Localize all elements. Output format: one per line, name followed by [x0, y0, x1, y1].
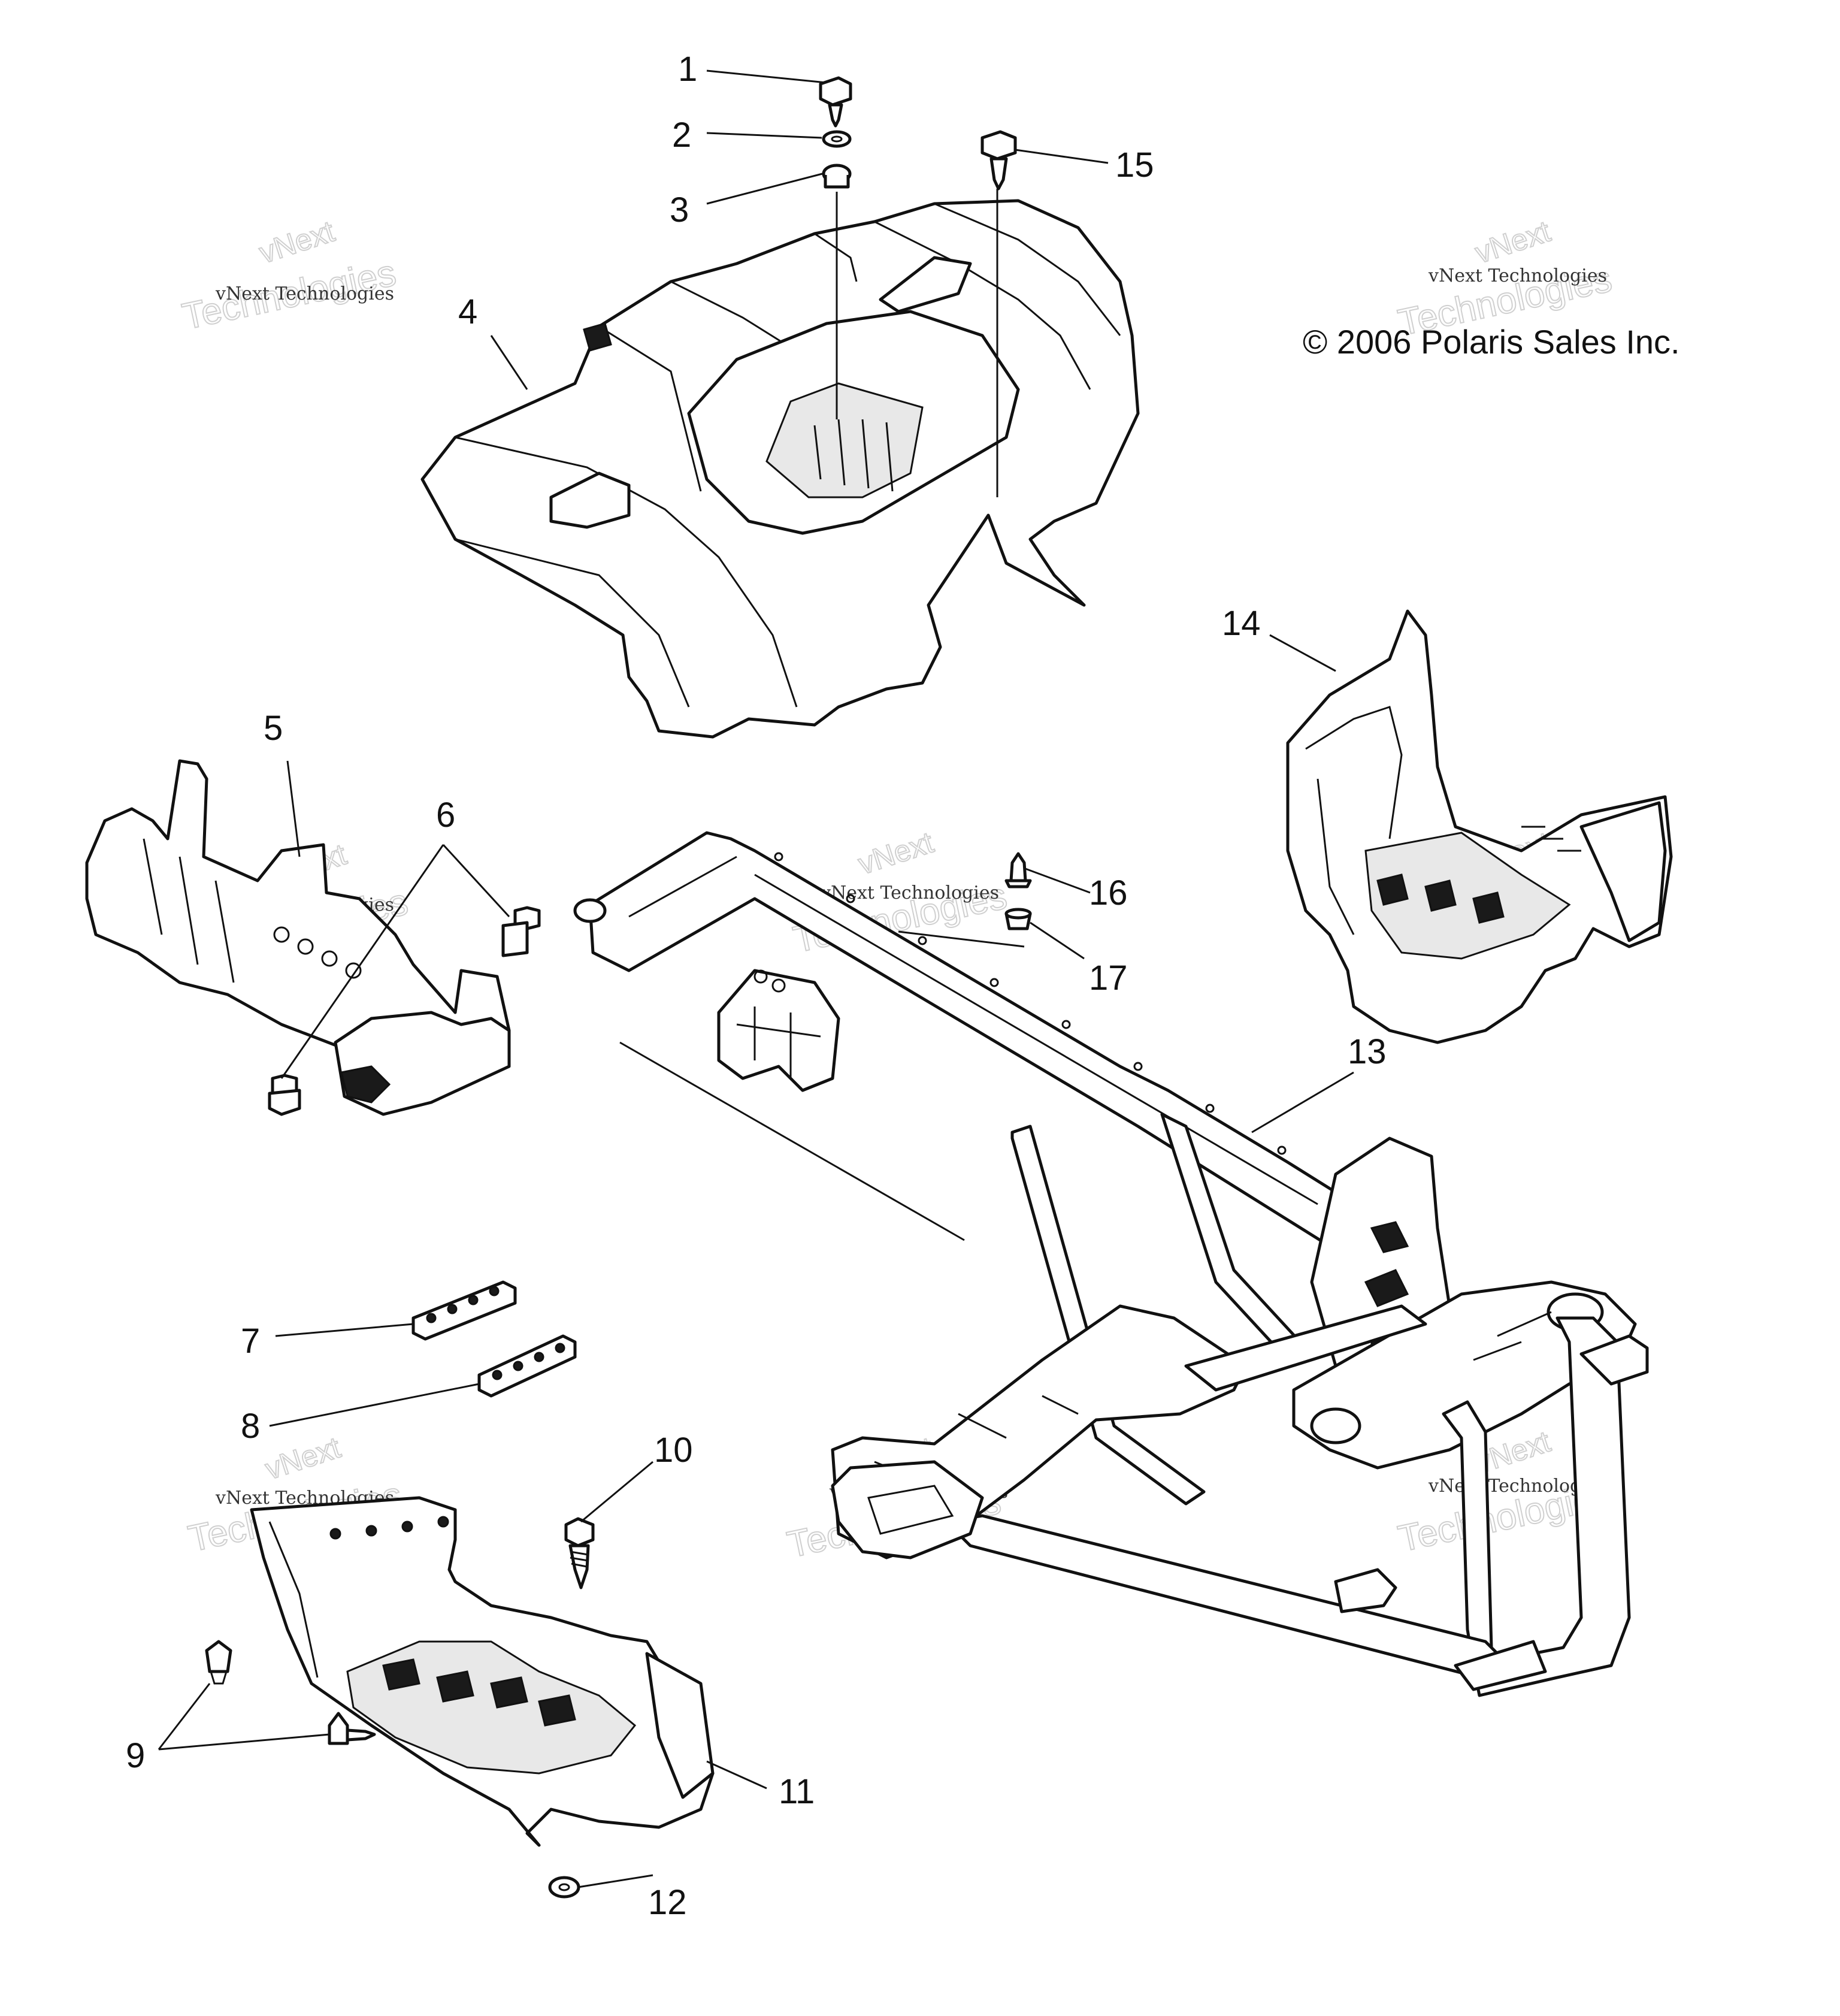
watermark-text: vNext Technologies: [215, 283, 394, 304]
watermark-top-left: Technologies vNext vNext Technologies: [178, 214, 400, 338]
leader-14: [1269, 634, 1336, 672]
callout-7: 7: [241, 1322, 260, 1361]
callout-17: 17: [1089, 959, 1128, 998]
leader-2: [706, 132, 822, 139]
part-pad-8: [477, 1334, 577, 1398]
leader-10: [580, 1461, 653, 1523]
callout-11: 11: [779, 1772, 815, 1811]
callout-14: 14: [1222, 604, 1261, 643]
callout-10: 10: [654, 1431, 693, 1470]
part-right-footwell: [1286, 609, 1673, 1044]
leader-15: [1015, 149, 1109, 164]
leader-11: [706, 1760, 767, 1790]
watermark-arc-text: vNext: [1471, 214, 1554, 270]
part-bolt-1: [819, 76, 852, 128]
callout-9: 9: [126, 1736, 145, 1775]
leader-12: [577, 1874, 653, 1888]
watermark-text: vNext Technologies: [820, 882, 999, 903]
part-left-footwell: [250, 1496, 715, 1847]
callout-13: 13: [1348, 1032, 1387, 1071]
part-main-frame: [573, 831, 1649, 1697]
part-grommet-3: [822, 164, 852, 189]
part-pushpin-16: [1004, 852, 1032, 888]
fastener-guide-lines: [836, 189, 998, 497]
callout-15: 15: [1115, 146, 1154, 185]
part-pad-7: [411, 1280, 517, 1341]
watermark-arc-text: vNext: [261, 1431, 344, 1486]
leader-17b: [898, 930, 1025, 948]
watermark-text: vNext Technologies: [1428, 265, 1607, 286]
leader-3: [706, 173, 823, 205]
copyright-text: © 2006 Polaris Sales Inc.: [1303, 323, 1680, 361]
callout-3: 3: [670, 191, 689, 229]
leader-1: [706, 69, 827, 84]
part-footrest-bracket: [85, 759, 511, 1116]
leader-7: [275, 1323, 414, 1337]
part-rear-fender: [420, 199, 1140, 739]
leader-13: [1251, 1071, 1354, 1134]
part-rivet-9a: [205, 1640, 232, 1685]
part-bolt-15: [980, 130, 1017, 191]
leader-17: [1030, 921, 1085, 960]
part-bolt-6b: [268, 1074, 301, 1116]
callout-16: 16: [1089, 874, 1128, 912]
part-screw-10: [564, 1517, 595, 1589]
leader-6: [280, 844, 510, 1079]
callout-1: 1: [678, 50, 697, 89]
callout-5: 5: [264, 709, 283, 748]
leader-lines: [158, 69, 1354, 1888]
callout-12: 12: [648, 1883, 687, 1922]
callout-8: 8: [241, 1407, 260, 1446]
part-nut-12: [548, 1876, 580, 1899]
part-rivet-9b: [328, 1712, 376, 1745]
leader-16: [1025, 868, 1091, 894]
part-washer-2: [822, 130, 852, 148]
watermark-arc-text: vNext: [255, 214, 338, 270]
callout-2: 2: [672, 116, 691, 155]
leader-4: [490, 335, 528, 390]
callout-4: 4: [458, 292, 477, 331]
leader-8: [269, 1383, 480, 1427]
part-grommet-17: [1004, 908, 1032, 930]
frame-guide-line: [619, 1041, 965, 1241]
callout-labels: 1 2 3 4 5 6 7 8 9 10 11 12 13 14 15 16 1…: [126, 50, 1387, 1922]
callout-6: 6: [436, 796, 455, 835]
watermark-arc-text: vNext: [854, 826, 937, 881]
leader-9: [158, 1683, 330, 1751]
part-bolt-6a: [501, 906, 541, 957]
leader-5: [286, 760, 301, 857]
